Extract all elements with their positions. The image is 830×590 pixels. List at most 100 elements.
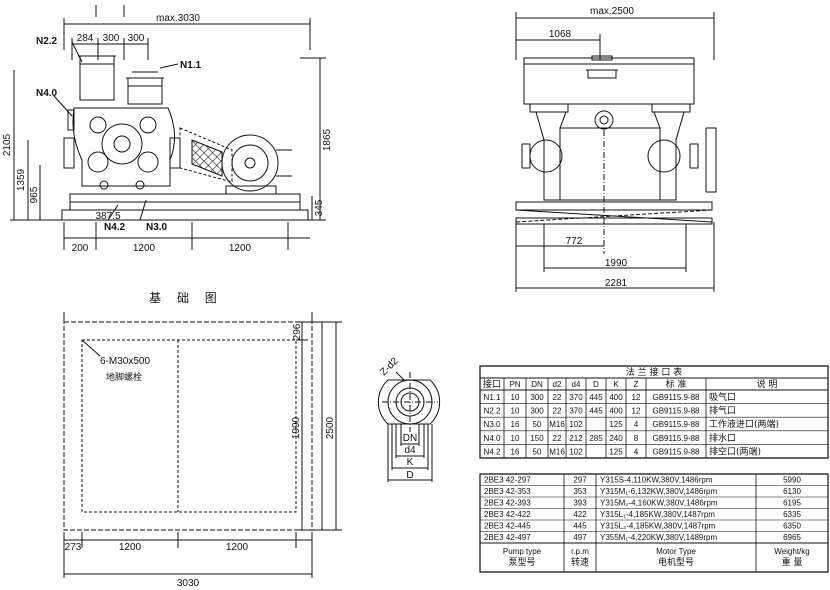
pump-table-cell: 353 bbox=[573, 487, 587, 496]
pump-table-cell: 6350 bbox=[783, 522, 801, 531]
pump-table-cell: 6130 bbox=[783, 487, 801, 496]
front-bottom-dim-2: 1200 bbox=[133, 243, 156, 254]
pump-table-cell: Y315M₁-6,132KW,380V,1486rpm bbox=[600, 487, 717, 496]
label-n30: N3.0 bbox=[146, 222, 168, 233]
pump-table-footer-cn: 重 量 bbox=[782, 556, 803, 568]
flange-table-cell: 10 bbox=[511, 407, 520, 416]
front-left-dim-3: 965 bbox=[29, 186, 40, 203]
flange-table-cell: GB9115.9-88 bbox=[653, 434, 701, 443]
flange-table-header-cell: DN bbox=[531, 380, 543, 389]
pump-table-cell: Y355M₁-4,220KW,380V,1489rpm bbox=[600, 533, 717, 542]
pump-table-footer-en: Motor Type bbox=[656, 547, 696, 556]
flange-table-cell: N4.0 bbox=[484, 434, 501, 443]
flange-table-cell: 50 bbox=[533, 447, 542, 456]
flange-table-header-cell: 说 明 bbox=[757, 378, 778, 390]
pump-table-cell: Y315L₁-4,185KW,380V,1487rpm bbox=[600, 510, 715, 519]
bolt-spec: 6-M30x500 bbox=[100, 356, 150, 367]
pump-table-cell: 2BE3 42-353 bbox=[484, 487, 531, 496]
front-right-dim-1: 1865 bbox=[322, 128, 333, 151]
flange-label-dn: DN bbox=[403, 433, 417, 444]
table-row: 2BE3 42-353 353 Y315M₁-6,132KW,380V,1486rp… bbox=[484, 487, 801, 496]
flange-table-cell: 300 bbox=[530, 393, 544, 402]
flange-table-header-cell: d2 bbox=[553, 380, 562, 389]
pump-table-cell: 2BE3 42-445 bbox=[484, 522, 531, 531]
flange-table-cell: 212 bbox=[569, 434, 583, 443]
pump-table-footer-cn: 转速 bbox=[571, 556, 589, 568]
pump-table-footer-en: Weight/kg bbox=[774, 547, 809, 556]
pump-table-cell: 297 bbox=[573, 476, 587, 485]
flange-table-cell: 125 bbox=[609, 447, 623, 456]
flange-table-cell: 285 bbox=[589, 434, 603, 443]
foundation-plan bbox=[64, 312, 342, 578]
pump-table-footer-cn: 电机型号 bbox=[658, 556, 694, 568]
pump-table-cell: 2BE3 42-393 bbox=[484, 499, 531, 508]
pump-table-cell: Y315M₂-4,160KW,380V,1486rpm bbox=[600, 499, 718, 508]
flange-label-zd2: Z-d2 bbox=[378, 355, 401, 378]
flange-label-d4: d4 bbox=[404, 445, 416, 456]
flange-table-cell: 吸气口 bbox=[709, 391, 736, 403]
flange-table-cell: N3.0 bbox=[484, 420, 501, 429]
flange-table-cell: GB9115.9-88 bbox=[653, 447, 701, 456]
flange-table-cell: 400 bbox=[609, 407, 623, 416]
pump-table-cell: 6335 bbox=[783, 510, 801, 519]
pump-table-grid bbox=[480, 474, 828, 572]
flange-table-cell: 370 bbox=[569, 407, 583, 416]
label-n22: N2.2 bbox=[36, 36, 58, 47]
flange-table-cell: 50 bbox=[533, 420, 542, 429]
flange-table-cell: GB9115.9-88 bbox=[653, 407, 701, 416]
flange-table-cell: 12 bbox=[632, 407, 641, 416]
pump-table-cell: 497 bbox=[573, 533, 587, 542]
flange-table-cell: 16 bbox=[511, 420, 520, 429]
flange-table-cell: 102 bbox=[569, 447, 583, 456]
flange-label-d: D bbox=[406, 470, 413, 481]
flange-table-cell: 12 bbox=[632, 393, 641, 402]
flange-table-cell: N4.2 bbox=[484, 447, 501, 456]
flange-table-cell: 240 bbox=[609, 434, 623, 443]
side-max-width: max.2500 bbox=[590, 6, 634, 17]
front-bottom-dim-3: 1200 bbox=[229, 243, 252, 254]
flange-table-cell: 150 bbox=[530, 434, 544, 443]
flange-table-header-cell: D bbox=[593, 380, 599, 389]
foundation-bottom-dim-3: 1200 bbox=[226, 542, 249, 553]
flange-table-cell: 22 bbox=[553, 393, 562, 402]
front-top-dim-1: 284 bbox=[77, 33, 94, 44]
front-left-dim-2: 1359 bbox=[16, 168, 27, 191]
flange-table-cell: 16 bbox=[511, 447, 520, 456]
flange-table-cell: N1.1 bbox=[484, 393, 501, 402]
pump-table-footer-cn: 泵型号 bbox=[508, 557, 535, 568]
side-bottom-dim-3: 2281 bbox=[605, 278, 628, 289]
flange-table-cell: GB9115.9-88 bbox=[653, 420, 701, 429]
pump-table-cell: Y315L₂-4,185KW,380V,1487rpm bbox=[600, 522, 716, 531]
side-top-dim: 1068 bbox=[549, 29, 572, 40]
flange-table-cell: 工作液进口(两端) bbox=[709, 418, 779, 430]
flange-table-header-cell: 接口 bbox=[483, 378, 501, 390]
flange-table-cell: M16 bbox=[549, 447, 565, 456]
foundation-bottom-dim-2: 1200 bbox=[119, 542, 142, 553]
pump-table-cell: 2BE3 42-422 bbox=[484, 510, 531, 519]
flange-table-cell: 102 bbox=[569, 420, 583, 429]
side-view-text: max.2500 1068 772 1990 2281 bbox=[549, 6, 635, 289]
flange-table-cell: N2.2 bbox=[484, 407, 501, 416]
pump-table-cell: 5990 bbox=[783, 476, 801, 485]
front-top-dim-2: 300 bbox=[103, 33, 120, 44]
flange-table-cell: 4 bbox=[634, 447, 639, 456]
label-n40: N4.0 bbox=[36, 88, 58, 99]
foundation-right-dim-2: 1990 bbox=[291, 416, 302, 439]
flange-table-cell: 8 bbox=[634, 434, 639, 443]
flange-table-grid bbox=[480, 378, 828, 458]
flange-table-title: 法 兰 接 口 表 bbox=[626, 366, 682, 378]
pump-table-footer-en: Pump type bbox=[503, 547, 542, 556]
label-n42: N4.2 bbox=[104, 222, 126, 233]
side-bottom-dim-1: 772 bbox=[566, 236, 583, 247]
